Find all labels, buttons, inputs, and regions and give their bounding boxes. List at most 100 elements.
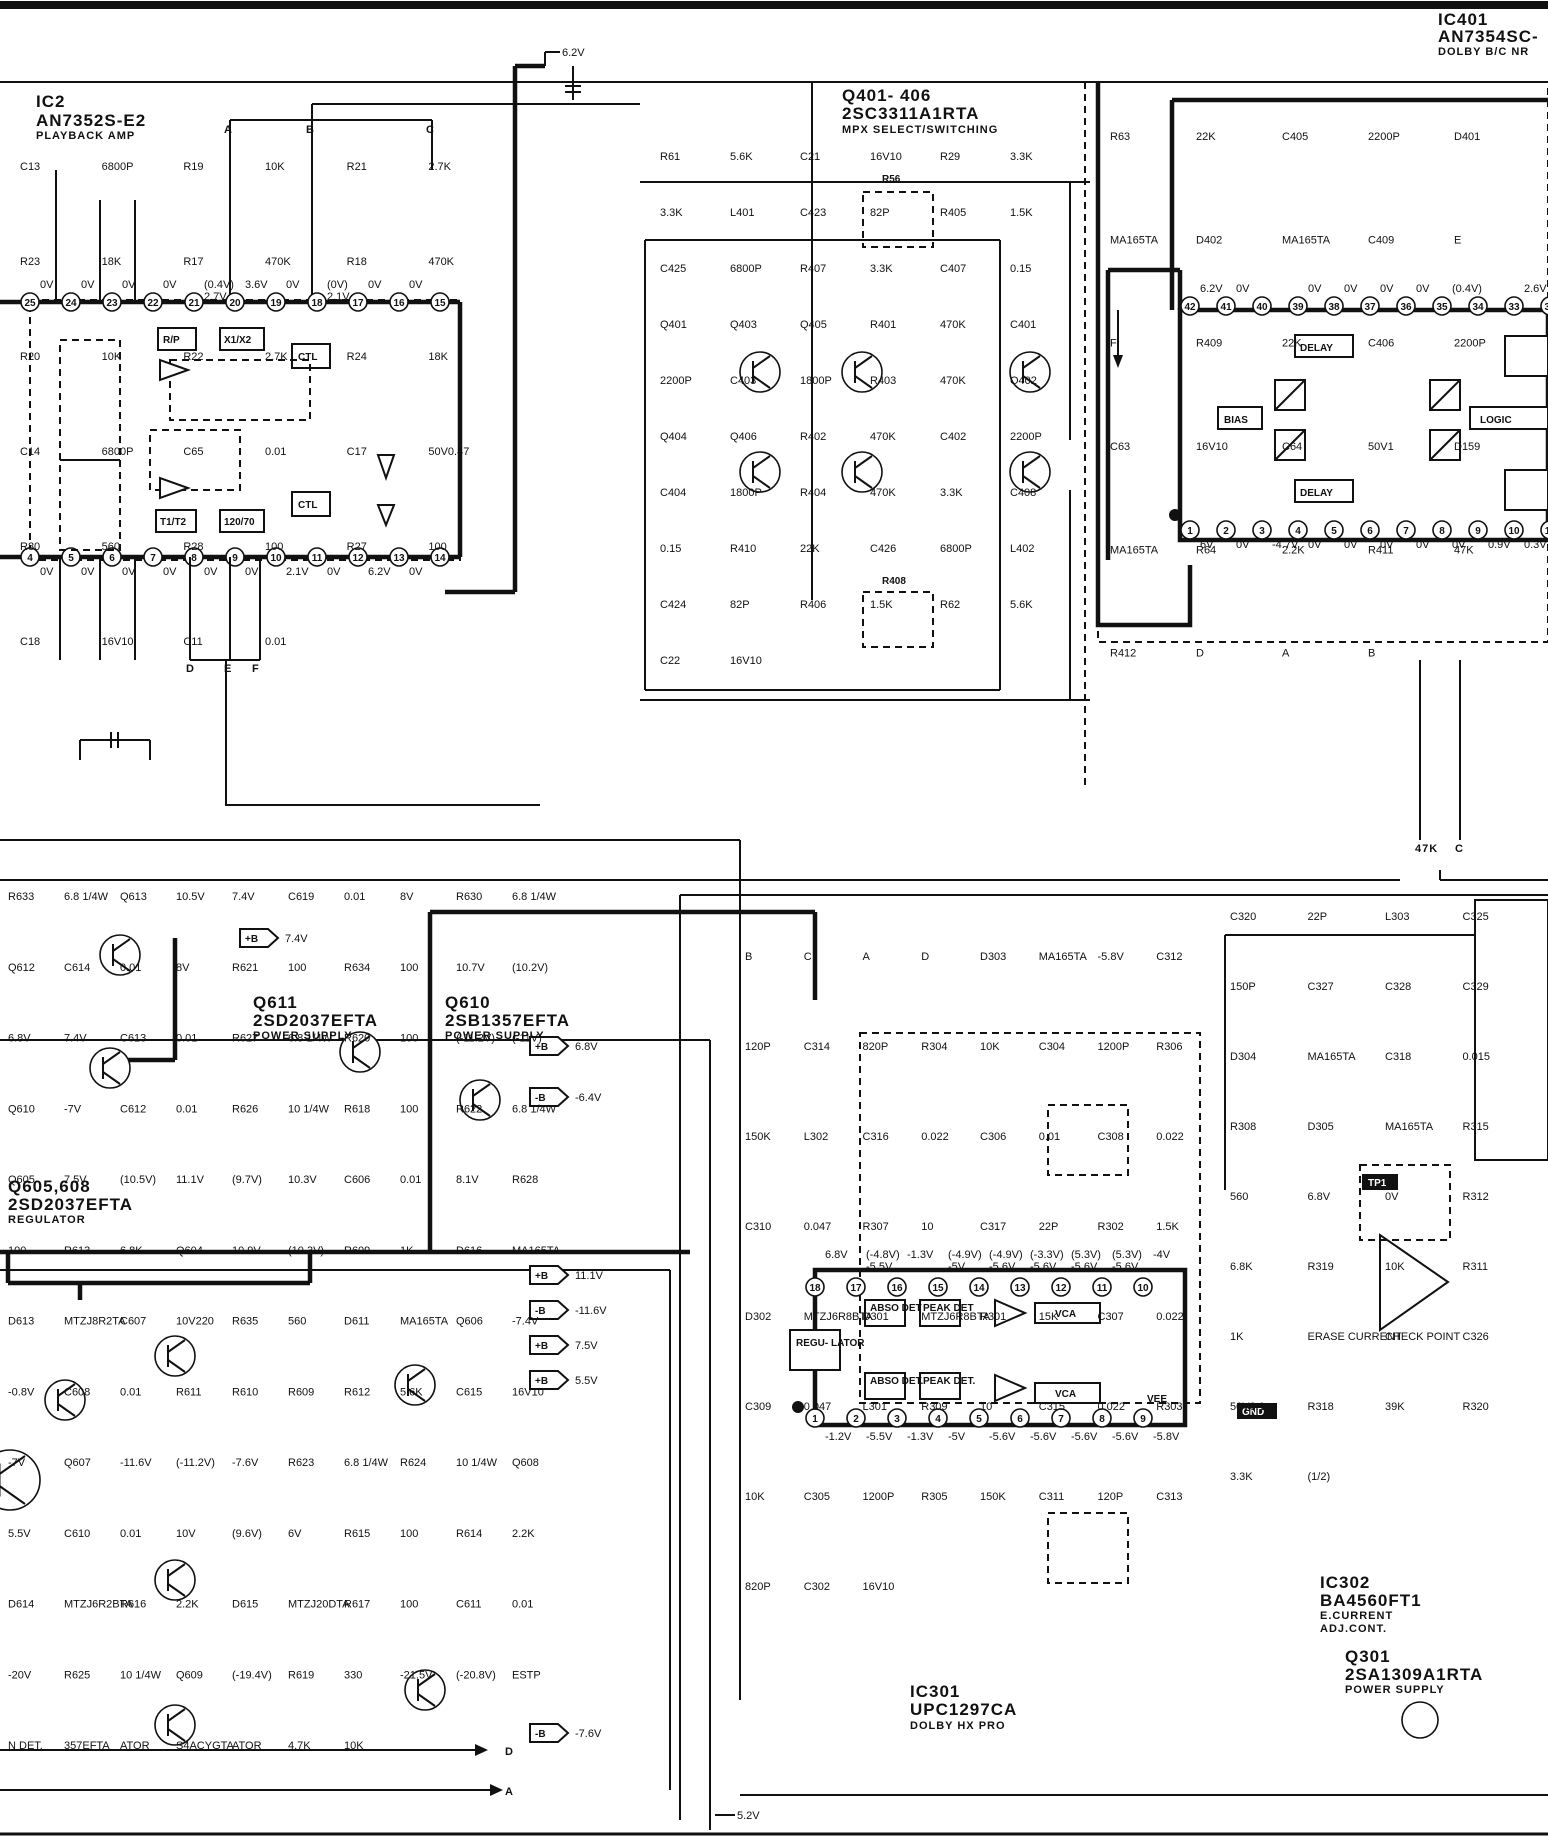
- ic401-part-label: R411: [1368, 544, 1393, 556]
- ic301-part-label: L301: [863, 1401, 887, 1413]
- psu-part-label: R635: [232, 1316, 258, 1328]
- ic301-section: REGU- LATOR ABSO DET PEAK DET ABSO DET. …: [745, 951, 1201, 1732]
- ic401-pin-bottom-num: 11: [1545, 526, 1548, 537]
- ic401-part-label: C406: [1368, 338, 1394, 350]
- psu-part-label: 100: [400, 962, 418, 974]
- ic301-part-label: C313: [1156, 1491, 1182, 1503]
- mpx-part-label: R405: [940, 207, 966, 219]
- q404-symbol: [841, 451, 883, 493]
- ic401-part-label: F: [1110, 338, 1117, 350]
- svg-text:F: F: [252, 663, 260, 675]
- psu-part-label: R630: [456, 891, 482, 903]
- mpx-part-label: R404: [800, 487, 826, 499]
- ic2-part-label: 0.01: [265, 446, 286, 458]
- ic2-pin-bottom-num: 10: [270, 553, 282, 564]
- psu-part-label: 11.1V: [176, 1174, 205, 1186]
- ic301-pin-bottom-circle: [1092, 1408, 1112, 1428]
- ic302-desc2: ADJ.CONT.: [1320, 1623, 1387, 1635]
- ic302-part-label: R319: [1308, 1261, 1334, 1273]
- psu-part-label: C611: [456, 1599, 481, 1611]
- ic302-part-label: L303: [1385, 911, 1409, 923]
- ic301-pin-top-num: 16: [891, 1283, 903, 1294]
- psu-part-label: Q613: [120, 891, 147, 903]
- mpx-part-label: 0.15: [660, 543, 681, 555]
- ic401-pin-bottom-num: 2: [1223, 526, 1229, 537]
- psu-part-label: (9.6V): [232, 1528, 262, 1540]
- mpx-section: Q401- 406 2SC3311A1RTA MPX SELECT/SWITCH…: [640, 82, 1090, 790]
- ic401-pin-bottom-num: 1: [1187, 526, 1193, 537]
- ic301-part-label: C310: [745, 1221, 771, 1233]
- mpx-part-label: R62: [940, 599, 960, 611]
- ic2-pin-top-circle: [348, 292, 368, 312]
- ic2-pin-bottom-num: 13: [393, 553, 405, 564]
- ic301-pin-bottom-num: 2: [853, 1414, 859, 1425]
- psu-part-label: MA165TA: [512, 1245, 561, 1257]
- ic302-part-label: 0.015: [1463, 1051, 1491, 1063]
- ic2-pin-top-voltage: 0V: [368, 279, 382, 291]
- psu-part-label: R609: [344, 1245, 370, 1257]
- ic301-pin-bottom-circle: [887, 1408, 907, 1428]
- ic2-pin-bottom-circle: [143, 547, 163, 567]
- ic2-pin-top-num: 18: [311, 298, 323, 309]
- ic401-part-label: C63: [1110, 441, 1130, 453]
- ic2-pin-top-num: 24: [65, 298, 77, 309]
- psu-part-label: 7.5V: [64, 1174, 87, 1186]
- ic301-part-label: 0.047: [804, 1401, 832, 1413]
- ic301-part-label: MA165TA: [1039, 951, 1088, 963]
- ic301-pin-top-circle: [805, 1277, 825, 1297]
- power-rail-label: -B: [535, 1093, 546, 1104]
- psu-part-label: 0.01: [176, 1033, 197, 1045]
- power-rail-arrow: [529, 1036, 570, 1056]
- psu-part-label: 10 1/4W: [288, 1103, 330, 1115]
- ic302-part-label: 6.8V: [1308, 1191, 1331, 1203]
- ic401-pin-bottom-circle: [1504, 520, 1524, 540]
- mpx-part-label: 3.3K: [660, 207, 683, 219]
- ic301-part-label: R304: [921, 1041, 947, 1053]
- ic401-desc: DOLBY B/C NR: [1438, 46, 1529, 58]
- mpx-part-label: C404: [660, 487, 686, 499]
- psu-part-label: MA165TA: [400, 1316, 449, 1328]
- ic401-pin-top-num: 32: [1544, 302, 1548, 313]
- ic401-pin-top-circle: [1252, 296, 1272, 316]
- ic401-part-label: C64: [1282, 441, 1302, 453]
- ic2-part-label: C13: [20, 161, 40, 173]
- ic2-pin-top-circle: [389, 292, 409, 312]
- ic2-pin-bottom-voltage: 0V: [409, 566, 423, 578]
- psu-part-label: (-19.4V): [232, 1669, 272, 1681]
- q609-symbol: [404, 1669, 446, 1711]
- psu-part-label: 100: [288, 962, 306, 974]
- ic302-part-label: R308: [1230, 1121, 1256, 1133]
- ic2-part-label: R21: [347, 161, 367, 173]
- ic301-pin-top-voltage2: -5.6V: [1071, 1261, 1098, 1273]
- psu-part-label: C606: [344, 1174, 370, 1186]
- ic2-part-label: 18K: [102, 256, 122, 268]
- mpx-part-label: C408: [1010, 487, 1036, 499]
- ic401-pin-bottom-voltage: 0V: [1236, 539, 1250, 551]
- ic301-pin-top-voltage: (5.3V): [1112, 1249, 1142, 1261]
- psu-part-label: D616: [456, 1245, 482, 1257]
- psu-part-label: R634: [344, 962, 370, 974]
- ic401-part-label: E: [1454, 234, 1461, 246]
- ic301-part-label: 150K: [980, 1491, 1006, 1503]
- psu-part-label: 6.8 1/4W: [512, 1103, 557, 1115]
- bus-c-label: C: [426, 124, 435, 136]
- ic401-part-label: R409: [1196, 338, 1222, 350]
- svg-text:R/P: R/P: [163, 335, 180, 346]
- ic301-part-label: 1200P: [863, 1491, 895, 1503]
- ic2-block-x1x2: [219, 327, 265, 351]
- ic2-part-label: 50V0.47: [428, 446, 469, 458]
- ic2-pin-bottom-circle: [266, 547, 286, 567]
- psu-part-label: 0.01: [344, 891, 365, 903]
- rail-62v-label: 6.2V: [562, 47, 585, 59]
- ic302-part: BA4560FT1: [1320, 1591, 1422, 1610]
- ic2-pin-bottom-voltage: 0V: [40, 566, 54, 578]
- ic302-part-label: D304: [1230, 1051, 1256, 1063]
- ic401-logic: [1469, 406, 1548, 430]
- ic301-part-label: R305: [921, 1491, 947, 1503]
- ic302-part-label: 3.3K: [1230, 1471, 1253, 1483]
- ic2-pin-bottom-circle: [307, 547, 327, 567]
- ic401-part-label: D402: [1196, 234, 1222, 246]
- ic2-pin-top-voltage: 0V: [81, 279, 95, 291]
- mpx-part-label: 470K: [940, 319, 966, 331]
